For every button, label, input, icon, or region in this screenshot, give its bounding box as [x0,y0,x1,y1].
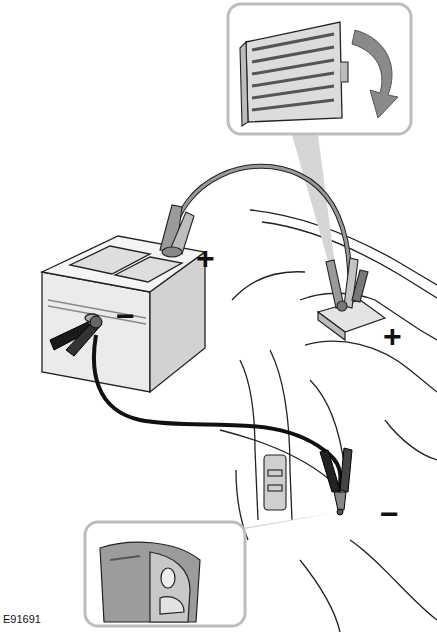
ground-point-detail [100,542,200,622]
polarity-symbol: + [383,320,402,352]
terminal-clamps [326,258,368,311]
rotation-arrow [352,30,398,118]
inset-frame [228,4,411,134]
polarity-symbol: + [196,242,215,274]
terminal-cover [240,22,348,126]
negative-cable [94,335,340,495]
battery-negative-clamp [50,316,102,356]
engine-parts [264,455,286,510]
positive-cable [172,166,350,285]
polarity-symbol: − [380,498,399,530]
ground-clamp [320,448,352,515]
engine-bay-outline [220,210,437,632]
inset-frame [85,522,245,626]
battery [42,236,205,392]
positive-cable [172,166,350,285]
polarity-symbol: − [116,300,135,332]
figure-code: E91691 [3,614,41,625]
battery-positive-clamp [160,205,194,257]
